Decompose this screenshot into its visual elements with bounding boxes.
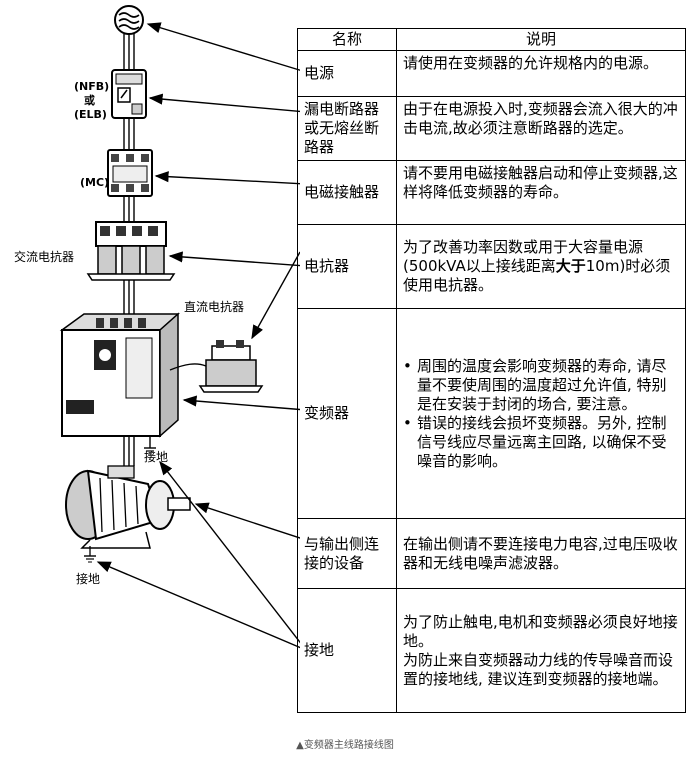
row-name: 变频器 [297, 308, 397, 519]
table-header-row: 名称 说明 [297, 28, 686, 51]
row-desc: 为了防止触电,电机和变频器必须良好地接地。 为防止来自变频器动力线的传导噪音而设… [396, 588, 686, 713]
table-row: 变频器 • 周围的温度会影响变频器的寿命, 请尽量不要使周围的温度超过允许值, 特… [297, 308, 686, 519]
row-desc-pre: 为了改善功率因数或用于大容量电源 (500kVA以上接线距离 [403, 238, 644, 275]
label-ac-reactor: 交流电抗器 [14, 250, 75, 264]
row-desc: 在输出侧请不要连接电力电容,过电压吸收器和无线电噪声滤波器。 [396, 518, 686, 589]
motor-icon [65, 465, 191, 563]
inverter-icon [59, 312, 180, 455]
row-desc: • 周围的温度会影响变频器的寿命, 请尽量不要使周围的温度超过允许值, 特别是在安… [396, 308, 686, 519]
table-row: 电抗器 为了改善功率因数或用于大容量电源 (500kVA以上接线距离大于10m)… [297, 224, 686, 309]
contactor-icon [107, 149, 153, 197]
bullet-item: • 周围的温度会影响变频器的寿命, 请尽量不要使周围的温度超过允许值, 特别是在安… [403, 357, 679, 414]
row-name: 电抗器 [297, 224, 397, 309]
figure-caption: ▲变频器主线路接线图 [296, 740, 394, 751]
breaker-icon [111, 69, 147, 119]
label-dc-reactor: 直流电抗器 [184, 300, 245, 314]
dc-reactor-icon [169, 340, 264, 393]
bullet-text: 周围的温度会影响变频器的寿命, 请尽量不要使周围的温度超过允许值, 特别是在安装… [417, 356, 667, 413]
components-table: 名称 说明 电源 请使用在变频器的允许规格内的电源。 漏电断路器或无熔丝断路器 … [297, 28, 686, 713]
row-desc-line: 为防止来自变频器动力线的传导噪音而设置的接地线, 建议连到变频器的接地端。 [403, 650, 674, 688]
row-desc-line: 为了防止触电,电机和变频器必须良好地接地。 [403, 612, 678, 650]
table-row: 电源 请使用在变频器的允许规格内的电源。 [297, 50, 686, 97]
row-name: 电源 [297, 50, 397, 97]
row-name: 与输出侧连接的设备 [297, 518, 397, 589]
row-name: 漏电断路器或无熔丝断路器 [297, 96, 397, 161]
header-name: 名称 [297, 28, 397, 51]
label-nfb: (NFB) [74, 80, 110, 93]
pointer-arrows [96, 22, 307, 651]
bullet-text: 错误的接线会损坏变频器。另外, 控制信号线应尽量远离主回路, 以确保不受噪音的影… [417, 413, 667, 470]
label-ground-motor: 接地 [76, 572, 101, 586]
bullet-dot: • [403, 356, 412, 375]
header-desc: 说明 [396, 28, 686, 51]
bullet-dot: • [403, 413, 412, 432]
table-row: 漏电断路器或无熔丝断路器 由于在电源投入时,变频器会流入很大的冲击电流,故必须注… [297, 96, 686, 161]
row-desc: 为了改善功率因数或用于大容量电源 (500kVA以上接线距离大于10m)时必须使… [396, 224, 686, 309]
row-desc-post: 10m)时必须使用电抗器。 [403, 257, 671, 294]
row-desc: 请不要用电磁接触器启动和停止变频器,这样将降低变频器的寿命。 [396, 160, 686, 225]
label-elb: (ELB) [74, 108, 107, 121]
wiring-diagram-svg [59, 5, 307, 651]
power-source-icon [114, 5, 144, 35]
table-row: 电磁接触器 请不要用电磁接触器启动和停止变频器,这样将降低变频器的寿命。 [297, 160, 686, 225]
main-wires [123, 34, 135, 466]
ac-reactor-icon [86, 221, 176, 281]
row-desc-bold: 大于 [555, 257, 586, 275]
table-row: 接地 为了防止触电,电机和变频器必须良好地接地。 为防止来自变频器动力线的传导噪… [297, 588, 686, 713]
bullet-item: • 错误的接线会损坏变频器。另外, 控制信号线应尽量远离主回路, 以确保不受噪音的… [403, 414, 679, 471]
wiring-diagram: (NFB) 或 (ELB) (MC) 交流电抗器 直流电抗器 接地 接地 [0, 0, 307, 720]
row-name: 电磁接触器 [297, 160, 397, 225]
label-or: 或 [84, 94, 95, 107]
row-desc: 由于在电源投入时,变频器会流入很大的冲击电流,故必须注意断路器的选定。 [396, 96, 686, 161]
label-mc: (MC) [80, 176, 110, 189]
row-name: 接地 [297, 588, 397, 713]
row-desc: 请使用在变频器的允许规格内的电源。 [396, 50, 686, 97]
label-ground-inverter: 接地 [144, 450, 169, 464]
table-row: 与输出侧连接的设备 在输出侧请不要连接电力电容,过电压吸收器和无线电噪声滤波器。 [297, 518, 686, 589]
